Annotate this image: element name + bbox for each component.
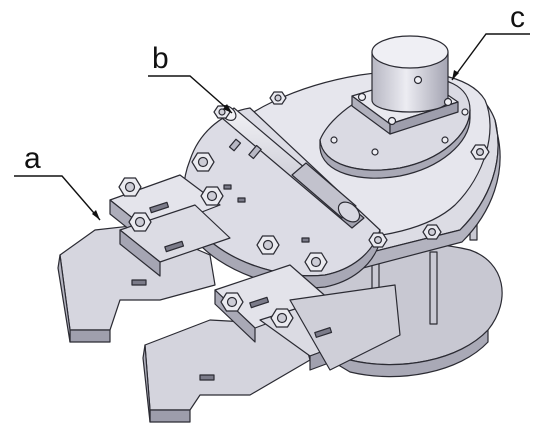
leader-b bbox=[148, 75, 233, 114]
motor-top bbox=[371, 35, 449, 69]
flange-screws bbox=[357, 75, 453, 126]
finger-bolts bbox=[118, 152, 328, 328]
leader-lines bbox=[14, 33, 530, 221]
main-plate-edge bbox=[187, 119, 501, 285]
hinge-plate-slots bbox=[223, 184, 310, 243]
arrow-c bbox=[452, 70, 459, 80]
leader-arrows bbox=[92, 70, 459, 220]
leader-c bbox=[451, 33, 530, 81]
arrow-b bbox=[223, 104, 232, 113]
mount-plate-screws bbox=[330, 108, 469, 156]
base-plate-lower-rim bbox=[299, 329, 489, 378]
arrow-a bbox=[92, 210, 100, 220]
finger-b-assembly bbox=[142, 264, 401, 423]
leader-a bbox=[14, 175, 101, 221]
top-plate-bolts bbox=[213, 91, 490, 248]
hinge-pin bbox=[219, 105, 365, 229]
label-b: b bbox=[152, 42, 169, 75]
label-c: c bbox=[510, 1, 525, 34]
label-a: a bbox=[24, 142, 41, 175]
